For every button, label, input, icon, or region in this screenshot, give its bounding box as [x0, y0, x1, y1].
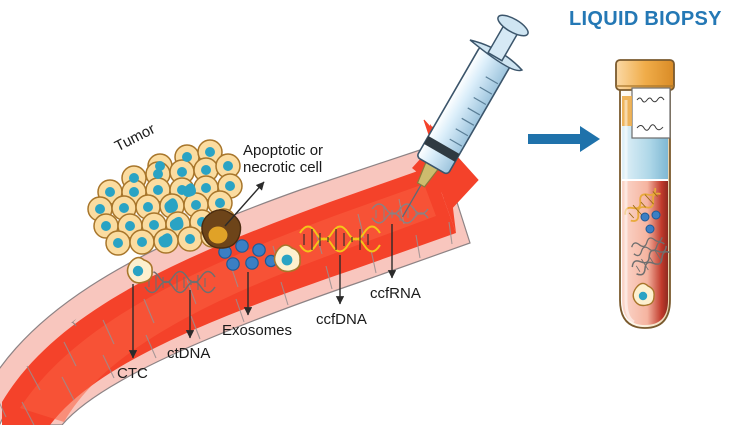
ctdna-strand: [144, 270, 216, 294]
label-ctdna: ctDNA: [167, 345, 211, 362]
blood-vessel: [0, 119, 479, 425]
tube-ctc-cell: [632, 282, 655, 307]
tube-exosomes: [640, 210, 661, 234]
label-exosomes: Exosomes: [222, 322, 293, 339]
tumor-mass: [87, 139, 243, 256]
label-ctc: CTC: [117, 365, 148, 382]
syringe: [401, 14, 529, 218]
label-ccfdna: ccfDNA: [316, 311, 367, 328]
tube-label-scribble: [636, 96, 665, 131]
tube-ctdna-1: [631, 237, 665, 257]
ctc-cell-left: [126, 256, 153, 284]
test-tube: [615, 59, 675, 329]
leader-arrows: [128, 181, 397, 359]
ctc-cell-right: [273, 244, 301, 273]
apoptotic-arrow: [224, 181, 265, 227]
ccfdna-strand: [299, 225, 381, 253]
label-ccfrna: ccfRNA: [370, 285, 421, 302]
ccfrna-strand: [371, 203, 429, 224]
label-apoptotic: Apoptotic or necrotic cell: [243, 142, 324, 177]
page-title: LIQUID BIOPSY: [569, 8, 722, 30]
tube-ccfdna: [624, 187, 661, 222]
transfer-arrow: [528, 126, 600, 152]
tube-ctdna-2: [631, 245, 671, 276]
